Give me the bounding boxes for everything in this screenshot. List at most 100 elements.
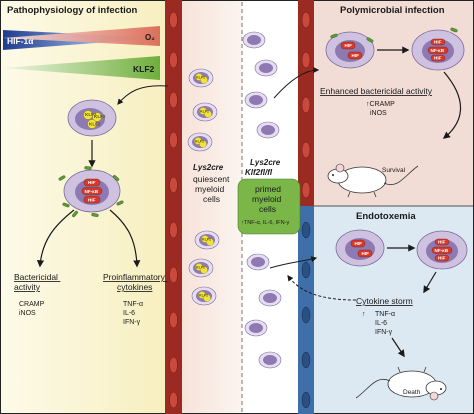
recruitment-arrow-left: [117, 85, 169, 105]
infection-cell-1: HIF HIF: [325, 31, 375, 69]
primed-line: cells: [259, 204, 276, 214]
polymicrobial-title: Polymicrobial infection: [340, 5, 445, 16]
hif-tag: HIF: [434, 56, 442, 61]
death-arrow: [391, 337, 405, 358]
hif-tag: HIF: [88, 197, 96, 202]
polymicrobial-marker: ↑CRAMP: [366, 101, 395, 108]
primed-cell: [244, 91, 268, 109]
quiescent-cell: KLF2: [191, 286, 217, 306]
lys2cre-klf-line1: Lys2cre: [250, 158, 281, 167]
blue-blood-cell: [301, 391, 311, 409]
bactericidal-item: CRAMP: [19, 301, 45, 308]
primed-cell: [258, 351, 282, 369]
quiescent-cell: KLF2: [188, 68, 214, 88]
nfkb-tag: NF-κB: [431, 48, 445, 53]
bactericidal-arrow: [36, 209, 75, 268]
klf2-label: KLF2: [133, 64, 155, 74]
quiescent-cell: KLF2: [194, 230, 220, 250]
quiescent-cell: KLF2: [188, 258, 214, 278]
primed-line: myeloid: [252, 194, 282, 204]
hif-tag: HIF: [438, 256, 446, 261]
red-blood-cell: [169, 131, 178, 149]
storm-item: IFN-γ: [375, 329, 393, 336]
red-blood-cell: [169, 266, 178, 284]
primed-line: primed: [255, 184, 281, 194]
primed-to-infection-arrow: [273, 67, 320, 99]
red-blood-cell: [301, 181, 311, 199]
endotoxemia-title: Endotoxemia: [356, 211, 416, 222]
quiescent-cell: KLF2: [187, 132, 213, 152]
blue-blood-cell: [301, 261, 311, 279]
cytokines-line1: Proinflammatory: [103, 272, 166, 282]
cytokine-item: IFN-γ: [123, 319, 141, 326]
quiescent-line: quiescent: [193, 174, 230, 184]
storm-item: IL-6: [375, 320, 387, 327]
primed-cell: [244, 319, 268, 337]
survival-arrow: [442, 71, 462, 139]
cytokine-storm: Cytokine storm: [356, 296, 413, 306]
left-panel-title: Pathophysiology of infection: [7, 5, 138, 16]
bactericidal-line2: activity: [14, 282, 41, 292]
klf2-tag: KLF2: [195, 140, 204, 144]
bactericidal-item: iNOS: [19, 310, 36, 317]
klf2-tag: KLF2: [89, 122, 101, 127]
hif-tag: HIF: [88, 180, 96, 185]
survival-label: Survival: [382, 167, 406, 174]
klf2-tag: KLF2: [199, 294, 208, 298]
blue-blood-cell: [301, 221, 311, 239]
primed-cells-top: [242, 31, 280, 139]
left-blood-vessel: [165, 0, 182, 414]
primed-cell: [258, 289, 282, 307]
hif-label: HIF-1α: [7, 36, 34, 46]
klf2-tag: KLF2: [85, 112, 97, 117]
klf2-gradient-wedge: [3, 56, 160, 80]
red-blood-cell: [169, 11, 178, 29]
primed-cell: [242, 31, 266, 49]
cytokine-item: IL-6: [123, 310, 135, 317]
middle-left-background: [182, 0, 242, 414]
primed-cells-bottom: [244, 253, 282, 369]
cytokines-line2: cytokines: [117, 282, 152, 292]
activated-myeloid-cell: HIF NF-κB HIF: [63, 169, 121, 213]
red-blood-cell: [301, 96, 311, 114]
hif-tag: HIF: [438, 240, 446, 245]
cytokine-item: TNF-α: [123, 301, 143, 308]
red-blood-cell: [301, 51, 311, 69]
klf2-tag: KLF2: [202, 238, 211, 242]
endotoxemia-cell-1: HIF HIF: [335, 229, 385, 267]
hif-tag: HIF: [352, 53, 360, 58]
quiescent-line: myeloid: [195, 184, 225, 194]
hif-tag: HIF: [355, 241, 363, 246]
cytokine-arrow: [109, 209, 141, 268]
primed-cells-box: [237, 178, 301, 235]
storm-arrow: [423, 271, 437, 294]
cytokines-title: Proinflammatory cytokines: [103, 272, 167, 292]
klf2-tag: KLF2: [94, 114, 106, 119]
hif-tag: HIF: [362, 251, 370, 256]
klf2-tag: KLF2: [196, 266, 205, 270]
blue-blood-cell: [301, 306, 311, 324]
bactericidal-line1: Bactericidal: [14, 272, 58, 282]
o2-label: O₂: [145, 33, 155, 42]
primed-cell: [256, 121, 280, 139]
klf2-tag: KLF2: [200, 110, 209, 114]
resting-myeloid-cell: KLF2 KLF2 KLF2: [67, 99, 117, 137]
marker-text: CRAMP: [370, 101, 396, 108]
red-blood-cell: [301, 141, 311, 159]
right-blood-vessel: [298, 0, 314, 414]
red-blood-cell: [169, 391, 178, 409]
lys2cre-label: Lys2cre: [193, 163, 224, 172]
red-blood-cell: [169, 91, 178, 109]
red-blood-cell: [169, 221, 178, 239]
lys2cre-klf-line2: Klf2fl/fl: [245, 168, 273, 177]
quiescent-cell: KLF2: [192, 102, 218, 122]
storm-item: TNF-α: [375, 311, 395, 318]
storm-up-arrow: ↑: [362, 311, 366, 318]
hif-tag: HIF: [434, 40, 442, 45]
red-blood-cell: [169, 176, 178, 194]
hif-tag: HIF: [345, 43, 353, 48]
red-blood-cell: [169, 311, 178, 329]
